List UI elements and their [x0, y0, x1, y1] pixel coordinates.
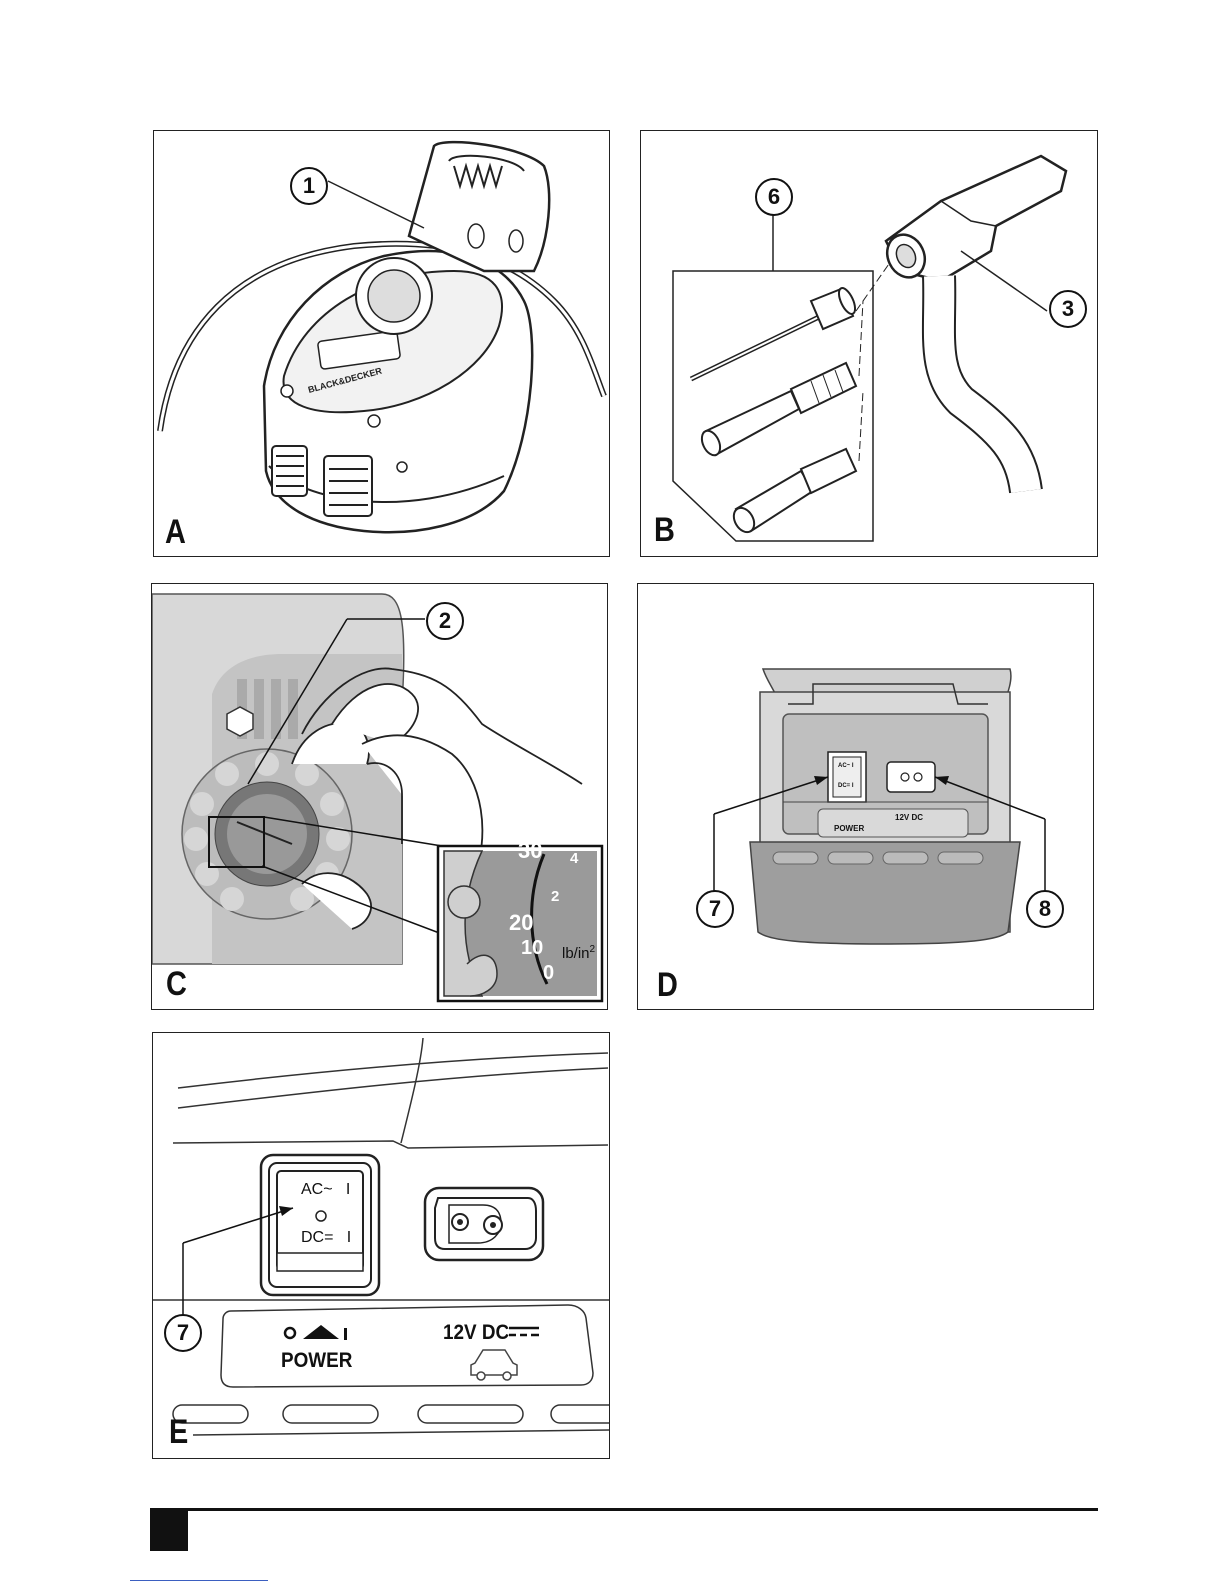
e-power-label: POWER	[281, 1349, 352, 1373]
figure-letter-d: D	[657, 968, 678, 1002]
footer-link-underline	[130, 1580, 268, 1581]
figure-d-panel: AC~ I DC= I POWER 12V DC 7 8 D	[637, 583, 1094, 1010]
e-switch-ac: AC~ I	[301, 1181, 350, 1199]
footer-rule	[150, 1508, 1098, 1511]
gauge-inner-2: 2	[551, 888, 559, 905]
gauge-inner-4: 4	[570, 850, 578, 867]
figure-a-panel: BLACK&DECKER 1 A	[153, 130, 610, 557]
e-switch-ac-i: I	[346, 1181, 350, 1198]
e-switch-dc-label: DC	[301, 1229, 324, 1246]
callout-3: 3	[1049, 290, 1087, 328]
figure-d-illustration	[638, 584, 1094, 1010]
gauge-value-0: 0	[543, 962, 554, 985]
d-socket-label: 12V DC	[895, 813, 923, 822]
gauge-value-10: 10	[521, 937, 543, 960]
figure-letter-a: A	[165, 515, 186, 549]
e-switch-dc-i: I	[347, 1229, 351, 1246]
gauge-unit-text: lb/in	[562, 945, 590, 962]
figure-letter-b: B	[654, 513, 675, 547]
callout-7: 7	[696, 890, 734, 928]
figure-c-panel: 30 20 10 0 4 2 lb/in2 2 C	[151, 583, 608, 1010]
gauge-unit: lb/in2	[562, 944, 595, 962]
gauge-unit-exponent: 2	[590, 944, 596, 955]
figure-e-panel: AC~ I DC= I POWER 12V DC 7 E	[152, 1032, 610, 1459]
figure-b-panel: 6 3 B	[640, 130, 1098, 557]
callout-6: 6	[755, 178, 793, 216]
figure-b-illustration	[641, 131, 1098, 557]
page-number-block	[150, 1511, 188, 1551]
e-socket-label: 12V DC	[443, 1321, 509, 1345]
gauge-value-20: 20	[509, 910, 533, 936]
figure-letter-c: C	[166, 967, 187, 1001]
figure-e-illustration	[153, 1033, 610, 1459]
callout-7-e: 7	[164, 1314, 202, 1352]
callout-1: 1	[290, 167, 328, 205]
e-switch-dc: DC= I	[301, 1229, 351, 1247]
callout-8: 8	[1026, 890, 1064, 928]
d-switch-ac: AC~ I	[838, 763, 854, 769]
figure-letter-e: E	[169, 1415, 188, 1449]
d-switch-dc: DC= I	[838, 783, 854, 789]
d-power-label: POWER	[834, 824, 864, 833]
e-switch-ac-label: AC	[301, 1181, 323, 1198]
gauge-value-30: 30	[518, 838, 542, 864]
callout-2: 2	[426, 602, 464, 640]
figure-a-illustration: BLACK&DECKER	[154, 131, 610, 557]
